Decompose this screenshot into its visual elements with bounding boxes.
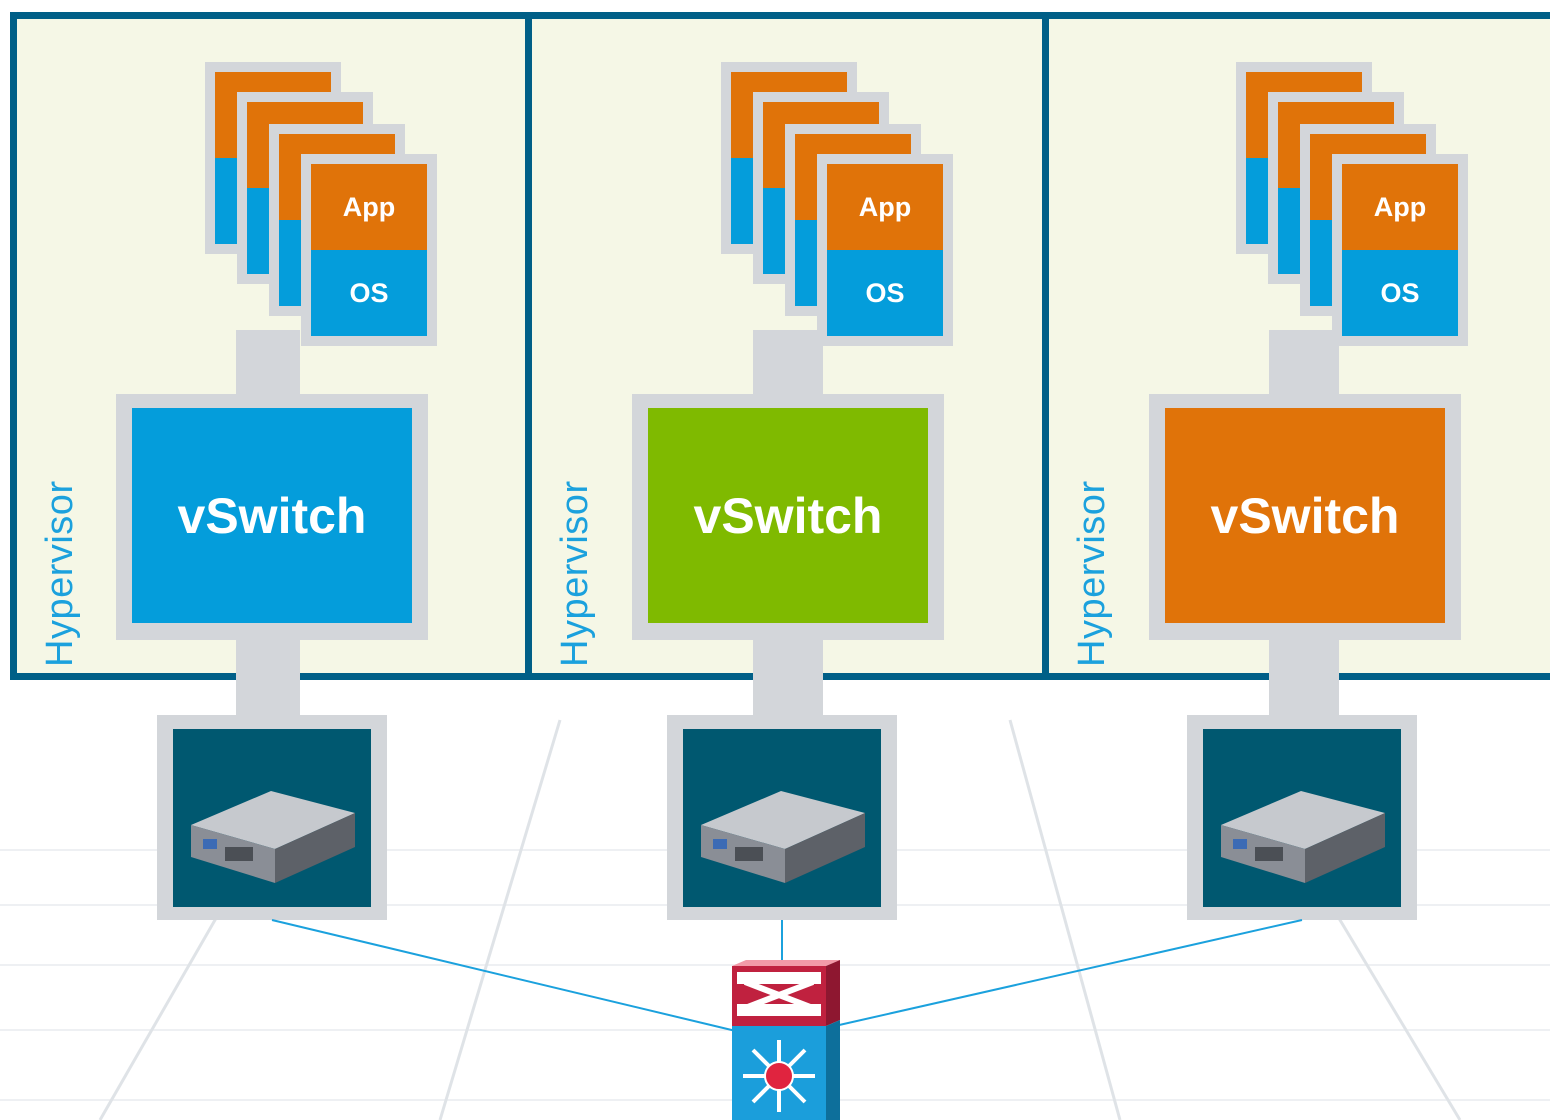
physical-server bbox=[667, 715, 897, 920]
vswitch-to-server-connector bbox=[236, 630, 300, 730]
vm-app-label: App bbox=[311, 164, 427, 250]
hypervisor-label: Hypervisor bbox=[1071, 480, 1113, 667]
vm-os-label: OS bbox=[827, 250, 943, 336]
vswitch-label: vSwitch bbox=[648, 408, 928, 623]
server-icon bbox=[1221, 791, 1385, 883]
vswitch-label: vSwitch bbox=[132, 408, 412, 623]
server-icon bbox=[701, 791, 865, 883]
vm-os-label: OS bbox=[1342, 250, 1458, 336]
vswitch-node: vSwitch bbox=[1149, 394, 1461, 640]
hypervisor-label: Hypervisor bbox=[39, 480, 81, 667]
hypervisor-label: Hypervisor bbox=[554, 480, 596, 667]
vswitch-to-server-connector bbox=[1269, 630, 1339, 730]
vm-app-label: App bbox=[827, 164, 943, 250]
physical-server bbox=[157, 715, 387, 920]
virtual-machine: App OS bbox=[817, 154, 953, 346]
vswitch-to-server-connector bbox=[753, 630, 823, 730]
vm-os-label: OS bbox=[311, 250, 427, 336]
vswitch-node: vSwitch bbox=[632, 394, 944, 640]
physical-server bbox=[1187, 715, 1417, 920]
vswitch-node: vSwitch bbox=[116, 394, 428, 640]
virtual-machine: App OS bbox=[301, 154, 437, 346]
virtual-machine: App OS bbox=[1332, 154, 1468, 346]
vm-app-label: App bbox=[1342, 164, 1458, 250]
vswitch-label: vSwitch bbox=[1165, 408, 1445, 623]
server-icon bbox=[191, 791, 355, 883]
